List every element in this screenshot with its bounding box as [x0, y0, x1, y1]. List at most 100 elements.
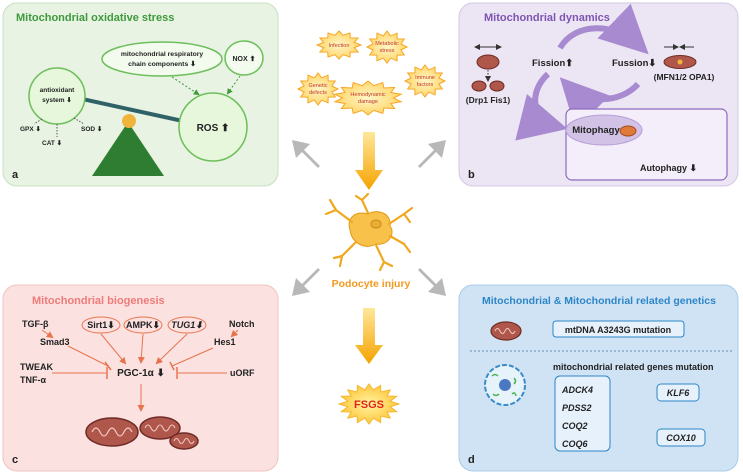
grey-arrow-to-d-shape	[418, 268, 446, 296]
star-metabolic-shape	[365, 30, 409, 64]
ampk-to-pgc-arrow	[137, 333, 145, 364]
star-hemodynamic-shape	[333, 80, 403, 116]
panel-b-title: Mitochondrial dynamics	[484, 12, 610, 24]
respiratory-line2: chain components ⬇	[128, 60, 196, 68]
pgc-label: PGC-1α ⬇	[117, 368, 165, 379]
star-immune-shape	[403, 64, 447, 98]
star-genetic-shape	[296, 72, 340, 106]
star-immune-text-1: Immune	[415, 75, 435, 81]
autophagy-label: Autophagy ⬇	[640, 163, 697, 173]
drp-label: (Drp1 Fis1)	[466, 95, 511, 105]
podocyte-injury-label: Podocyte injury	[332, 278, 411, 290]
sirt-label: Sirt1⬇	[87, 320, 115, 330]
star-metabolic-text-2: stress	[380, 48, 395, 54]
genes-left-box	[554, 375, 611, 452]
podocyte-processes	[324, 192, 414, 272]
mtdna-box	[552, 320, 685, 338]
mito-3-cristae	[173, 438, 195, 444]
star-metabolic: Metabolic stress	[365, 30, 409, 64]
panel-a-letter: a	[12, 169, 19, 181]
fsgs-burst	[337, 383, 401, 425]
notch-to-hes-arrow	[230, 329, 239, 338]
grey-arrow-to-a	[292, 140, 320, 168]
ampk-label: AMPK⬇	[126, 320, 160, 330]
tug-oval	[167, 316, 207, 334]
mitophagy-label: Mitophagy	[572, 125, 620, 136]
fusion-point	[677, 59, 683, 65]
podocyte-cell-icon	[324, 192, 414, 272]
smad-inhibit-bar	[104, 361, 112, 371]
uorf-label: uORF	[230, 368, 255, 378]
panel-a: Mitochondrial oxidative stress a antioxi…	[2, 2, 279, 187]
grey-arrow-to-b	[418, 140, 446, 168]
nox-bubble	[224, 40, 264, 76]
sirt-oval	[81, 316, 121, 334]
balance-joint	[122, 114, 136, 128]
fission-label: Fission⬆	[532, 58, 573, 69]
tgf-to-smad-arrow	[41, 329, 54, 339]
gpx-label: GPX ⬇	[20, 125, 41, 133]
star-genetic-text-1: Genetic	[309, 83, 328, 89]
gene-coq6: COQ6	[562, 439, 589, 449]
ros-circle	[178, 92, 248, 162]
panel-c-background	[2, 284, 279, 472]
respiratory-line1: mitochondrial respiratory	[121, 51, 204, 58]
grey-arrow-to-d	[418, 268, 446, 296]
antioxidant-line2: system ⬇	[42, 96, 72, 104]
nucleus-icon	[499, 379, 511, 391]
hes-inhibit-bar	[169, 361, 175, 371]
fussion-to-fission-arrow	[559, 77, 641, 129]
gene-cox10: COX10	[666, 433, 696, 443]
balance-pivot	[92, 122, 164, 176]
mito-1-cristae	[91, 427, 133, 437]
fsgs-label: FSGS	[354, 399, 384, 411]
notch-label: Notch	[229, 319, 255, 329]
panel-d-letter: d	[468, 454, 475, 466]
gene-coq2: COQ2	[562, 421, 588, 431]
stress-to-podocyte-arrow	[355, 132, 383, 190]
center-column: Infection Metabolic stress Genetic defec…	[292, 30, 447, 425]
ampk-oval	[123, 316, 163, 334]
panel-c: Mitochondrial biogenesis c TGF-β Smad3 S…	[2, 284, 279, 472]
smad-inhibit-line	[67, 345, 109, 367]
star-infection-text: Infection	[329, 43, 350, 49]
nox-to-ros-arrow	[226, 75, 241, 95]
grey-arrow-to-a-shape	[292, 140, 320, 168]
star-hemodynamic-text-1: Hemodynamic	[350, 92, 385, 98]
star-genetic-text-2: defects	[309, 90, 327, 96]
engulfed-mito	[619, 125, 637, 137]
cat-label: CAT ⬇	[42, 139, 62, 147]
star-infection-shape	[315, 30, 363, 60]
respiratory-chain-bubble	[101, 41, 223, 77]
gene-klf6: KLF6	[667, 388, 690, 398]
mito-2-cristae	[144, 424, 176, 432]
star-infection: Infection	[315, 30, 363, 60]
mito-icon	[490, 321, 522, 341]
star-metabolic-text-1: Metabolic	[375, 41, 399, 47]
panel-d-title: Mitochondrial & Mitochondrial related ge…	[482, 295, 716, 307]
hes-inhibit-line	[171, 347, 214, 367]
panel-a-title: Mitochondrial oxidative stress	[16, 12, 174, 24]
panel-d: Mitochondrial & Mitochondrial related ge…	[458, 284, 739, 472]
respiratory-to-ros-arrow	[171, 76, 200, 96]
grey-arrow-to-c	[292, 268, 320, 296]
podocyte-nucleus	[370, 219, 382, 229]
antioxidant-line1: antioxidant	[40, 87, 76, 94]
panel-c-title: Mitochondrial biogenesis	[32, 295, 165, 307]
star-hemodynamic: Hemodynamic damage	[333, 80, 403, 116]
podocyte-to-fsgs-arrow	[355, 308, 383, 364]
ros-label: ROS ⬆	[197, 123, 230, 134]
mito-1	[85, 417, 139, 447]
tnf-label: TNF-α	[20, 375, 46, 385]
fission-to-fussion-arrow	[557, 3, 649, 55]
fussion-label: Fussion⬇	[612, 58, 656, 69]
star-immune: Immune factors	[403, 64, 447, 98]
sod-label: SOD ⬇	[81, 125, 102, 133]
mito-2	[139, 416, 181, 440]
nox-label: NOX ⬆	[233, 55, 256, 63]
star-hemodynamic-text-2: damage	[358, 99, 378, 105]
star-immune-text-2: factors	[417, 82, 434, 88]
smad-label: Smad3	[40, 337, 70, 347]
